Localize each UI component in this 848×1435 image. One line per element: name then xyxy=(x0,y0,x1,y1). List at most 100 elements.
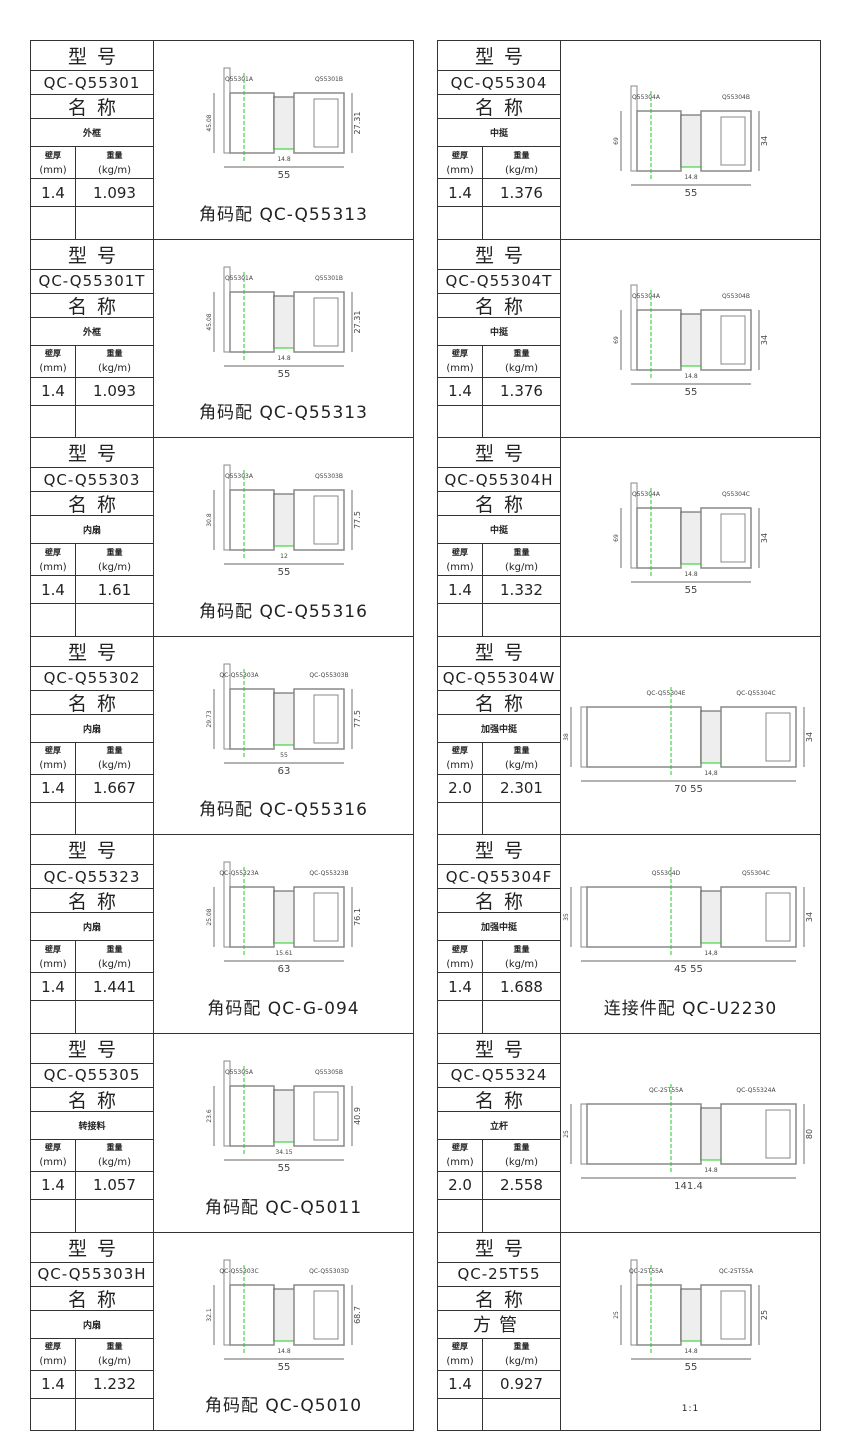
profile-chamber-a xyxy=(636,308,682,371)
thickness-value: 1.4 xyxy=(31,1370,76,1398)
dimension-label: 14.8 xyxy=(277,355,291,362)
thickness-label: 壁厚 xyxy=(452,746,468,756)
thickness-label: 壁厚 xyxy=(452,1143,468,1153)
dimension-label: 40.9 xyxy=(353,1107,362,1125)
thickness-label: 壁厚 xyxy=(452,1342,468,1352)
accessory-caption: 角码配 QC-Q55313 xyxy=(199,204,368,225)
thickness-unit: (mm) xyxy=(39,164,67,176)
thermal-break-strip xyxy=(273,890,295,944)
dimension-label: 35 xyxy=(563,913,570,921)
thickness-unit: (mm) xyxy=(39,561,67,573)
profile-chamber-a xyxy=(229,688,275,750)
dimension-label: 141.4 xyxy=(674,1181,703,1192)
weight-unit: (kg/m) xyxy=(504,164,539,176)
dimension-label: 55 xyxy=(278,170,291,181)
model-number: QC-25T55 xyxy=(438,1263,560,1287)
thickness-unit: (mm) xyxy=(39,363,67,375)
profile-inner-chamber xyxy=(720,513,746,563)
part-label: Q55304C xyxy=(742,870,770,877)
spec-header: 壁厚(mm)重量(kg/m) xyxy=(31,742,153,775)
profile-chamber-a xyxy=(636,507,682,569)
weight-unit: (kg/m) xyxy=(97,164,132,176)
model-number: QC-Q55304W xyxy=(438,667,560,691)
accessory-caption: 角码配 QC-Q55316 xyxy=(199,601,368,622)
thickness-label: 壁厚 xyxy=(45,547,61,557)
model-number: QC-Q55304F xyxy=(438,865,560,890)
profile-chamber-a xyxy=(229,489,275,551)
dimension-label: 69 xyxy=(613,534,620,542)
part-label: Q55304C xyxy=(722,491,750,498)
dimension-label: 80 xyxy=(805,1129,814,1139)
name-heading: 名称 xyxy=(31,492,153,517)
weight-unit: (kg/m) xyxy=(504,958,539,970)
weight-label: 重量 xyxy=(106,746,123,756)
dimension-label: 34 xyxy=(760,136,769,146)
thickness-label: 壁厚 xyxy=(45,1342,61,1352)
dimension-label: 27.31 xyxy=(353,310,362,333)
model-number: QC-Q55301T xyxy=(31,270,153,294)
weight-label: 重量 xyxy=(513,547,530,557)
accessory-caption: 角码配 QC-G-094 xyxy=(207,998,360,1019)
dimension-label: 55 xyxy=(685,188,698,199)
thickness-unit: (mm) xyxy=(446,958,474,970)
weight-value: 1.376 xyxy=(500,183,543,202)
profile-chamber-a xyxy=(229,92,275,154)
weight-label: 重量 xyxy=(513,349,530,359)
thermal-break-strip xyxy=(273,692,295,746)
spec-header: 壁厚(mm)重量(kg/m) xyxy=(438,147,560,179)
spec-header: 壁厚(mm)重量(kg/m) xyxy=(438,1338,560,1371)
model-number: QC-Q55301 xyxy=(31,71,153,95)
part-label: Q55301B xyxy=(315,275,343,282)
dimension-label: 14.8 xyxy=(277,156,291,163)
dimension-label: 29.73 xyxy=(206,710,213,727)
part-label: Q55301A xyxy=(225,76,254,83)
model-heading: 型号 xyxy=(438,240,560,270)
weight-label: 重量 xyxy=(106,150,123,160)
profile-chamber-a xyxy=(586,1103,702,1165)
profile-chamber-a xyxy=(636,110,682,172)
blank-row xyxy=(31,1398,153,1431)
dimension-label: 12 xyxy=(280,553,288,560)
model-heading: 型号 xyxy=(31,1034,153,1064)
profile-chamber-b xyxy=(293,290,345,353)
name-heading: 名称 xyxy=(438,294,560,318)
product-name: 内扇 xyxy=(31,516,153,545)
dimension-label: 23.6 xyxy=(206,1109,213,1123)
accessory-caption: 角码配 QC-Q55313 xyxy=(199,403,368,424)
name-heading: 名称 xyxy=(31,1287,153,1311)
name-heading: 名称 xyxy=(31,889,153,914)
name-heading: 名称 xyxy=(31,95,153,119)
thickness-unit: (mm) xyxy=(446,1356,474,1368)
part-label: QC-Q55304E xyxy=(647,690,686,697)
profile-inner-chamber xyxy=(720,315,746,365)
dimension-label: 55 xyxy=(278,369,291,380)
weight-label: 重量 xyxy=(513,1143,530,1153)
dimension-label: 14.8 xyxy=(684,1348,698,1355)
product-name: 外框 xyxy=(31,318,153,346)
thickness-label: 壁厚 xyxy=(45,944,61,954)
part-label: Q55301B xyxy=(315,76,343,83)
profile-chamber-b xyxy=(293,92,345,154)
model-heading: 型号 xyxy=(31,637,153,667)
model-heading: 型号 xyxy=(438,835,560,866)
thickness-unit: (mm) xyxy=(39,958,67,970)
dimension-label: 77.5 xyxy=(353,511,362,529)
thickness-label: 壁厚 xyxy=(45,746,61,756)
thickness-label: 壁厚 xyxy=(452,547,468,557)
